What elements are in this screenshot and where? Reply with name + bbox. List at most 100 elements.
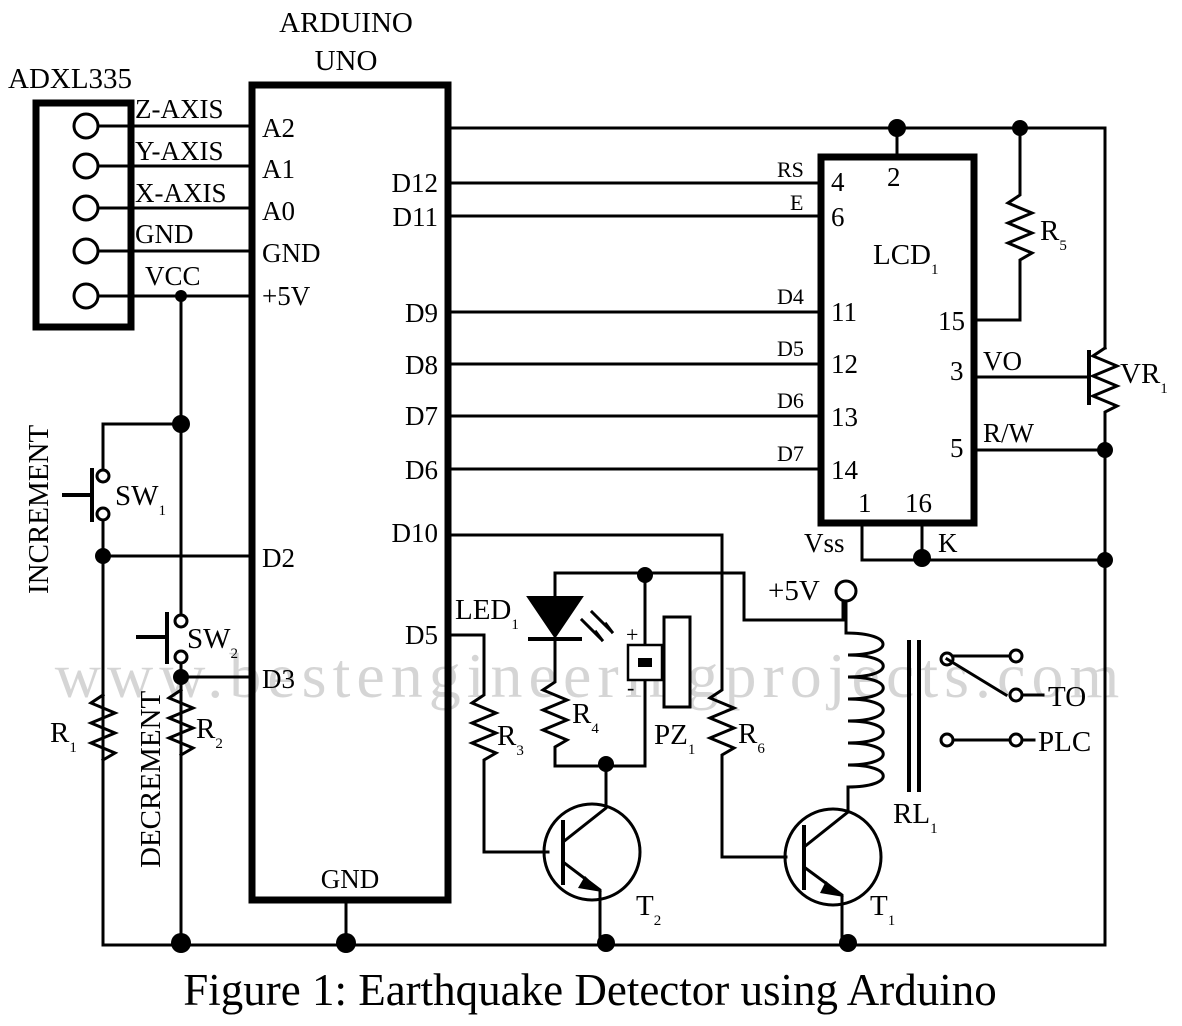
relay-contact-plc — [1008, 732, 1024, 748]
r6-label: R6 — [738, 718, 765, 757]
lcd-pin-15: 15 — [938, 306, 965, 336]
arduino-body — [248, 81, 452, 904]
led1-label-sub: 1 — [511, 617, 519, 633]
lcd-name-text: LCD — [873, 239, 931, 271]
r2-label-text: R — [196, 713, 216, 745]
lcd-pin-4: 4 — [831, 167, 845, 197]
junction-gnd-r2 — [171, 933, 191, 953]
arduino-pin-d2: D2 — [262, 543, 295, 573]
lcd-pin-16: 16 — [905, 488, 932, 518]
arduino-pin-d9: D9 — [405, 298, 438, 328]
lcd-pin-1: 1 — [858, 488, 872, 518]
junction-t2-collector — [598, 756, 614, 772]
t2-label-sub: 2 — [654, 913, 662, 929]
t1-label: T1 — [870, 890, 895, 929]
lcd-label-k: K — [938, 528, 958, 558]
arduino-pin-d7: D7 — [405, 401, 438, 431]
relay-contact-to — [1008, 687, 1024, 703]
t2-emitter-arrow — [578, 876, 602, 892]
adxl-pin-y — [72, 152, 100, 180]
t1-collector — [801, 809, 851, 850]
adxl-pin-x — [72, 194, 100, 222]
adxl-wires — [96, 124, 252, 298]
r4-label: R4 — [572, 698, 599, 737]
lcd-module: LCD1 2 4 6 11 12 13 14 15 3 5 1 16 RS E … — [777, 153, 1035, 558]
pz1-label-text: PZ — [654, 719, 688, 751]
junction-lcd-gnd — [913, 549, 931, 567]
pz1-label-sub: 1 — [688, 742, 696, 758]
increment-label: INCREMENT — [23, 425, 55, 594]
sw2-label-sub: 2 — [231, 646, 239, 662]
pz1-element — [638, 658, 652, 667]
vr1-label-sub: 1 — [1160, 381, 1168, 397]
lcd-pin-6: 6 — [831, 202, 845, 232]
r3-label-text: R — [497, 720, 517, 752]
adxl335-module: ADXL335 Z-AXIS Y-AXIS X-AXIS GND VCC — [8, 63, 227, 331]
adxl-label-x: X-AXIS — [135, 178, 227, 208]
lcd-label-rw: R/W — [983, 418, 1035, 448]
arduino-title-2: UNO — [315, 45, 378, 77]
r6-label-sub: 6 — [757, 741, 765, 757]
r3-label: R3 — [497, 720, 524, 759]
sw1-label-sub: 1 — [159, 503, 167, 519]
r1-resistor — [87, 692, 119, 763]
lcd-label-vo: VO — [983, 346, 1022, 376]
relay-contact-plc-left — [939, 732, 955, 748]
junction-d3 — [173, 669, 189, 685]
arduino-pin-d6: D6 — [405, 455, 438, 485]
arduino-pin-gnd-bottom: GND — [321, 864, 380, 894]
led1-label-text: LED — [455, 594, 511, 626]
lcd-name-sub: 1 — [931, 262, 939, 278]
t2-label-text: T — [636, 890, 654, 922]
t2-label: T2 — [636, 890, 661, 929]
lcd-label-d6: D6 — [777, 388, 804, 413]
pz1-disc — [662, 615, 692, 709]
junction-d2 — [95, 548, 111, 564]
relay-contact-top — [1008, 648, 1024, 664]
arduino-pin-d8: D8 — [405, 350, 438, 380]
r1-label-sub: 1 — [69, 740, 77, 756]
r2-label: R2 — [196, 713, 223, 752]
relay-supply-label: +5V — [768, 575, 820, 607]
sw1-contact-bottom — [95, 506, 111, 522]
lcd-pin-2: 2 — [887, 162, 901, 192]
adxl-label-z: Z-AXIS — [135, 94, 224, 124]
junction-pz-top — [637, 567, 653, 583]
adxl-pin-gnd — [72, 237, 100, 265]
r1-label: R1 — [50, 717, 77, 756]
lcd-pin-3: 3 — [950, 356, 964, 386]
adxl335-body — [32, 99, 135, 331]
figure-caption: Figure 1: Earthquake Detector using Ardu… — [183, 965, 997, 1015]
pz1-minus: - — [627, 675, 634, 700]
lcd-pin-14: 14 — [831, 455, 859, 485]
lcd-ground-wire — [860, 521, 1107, 562]
lcd-label-e: E — [790, 190, 803, 215]
lcd-label-d4: D4 — [777, 284, 804, 309]
r4-resistor — [539, 639, 646, 768]
t1-emitter — [801, 864, 844, 947]
t1-emitter-arrow — [820, 881, 844, 897]
r5-label-sub: 5 — [1059, 238, 1067, 254]
sw1-label: SW1 — [115, 480, 166, 519]
r2-label-sub: 2 — [215, 736, 223, 752]
arduino-lcd-wires — [448, 181, 823, 471]
rl1-core — [907, 640, 921, 792]
led1-emission-arrows — [579, 609, 615, 643]
junction-gnd-arduino — [336, 933, 356, 953]
vr1-label-text: VR — [1120, 358, 1161, 390]
arduino-title-1: ARDUINO — [279, 7, 413, 39]
r3-label-sub: 3 — [516, 743, 524, 759]
relay-arm — [944, 656, 1009, 698]
sw2-contact-top — [173, 613, 189, 629]
adxl-label-y: Y-AXIS — [135, 136, 224, 166]
arduino-pin-d11: D11 — [393, 202, 439, 232]
sw1-top-wire — [101, 422, 183, 472]
sw1-label-text: SW — [115, 480, 159, 512]
lcd-pin-11: 11 — [831, 297, 857, 327]
r6-label-text: R — [738, 718, 758, 750]
sw1-contact-top — [95, 468, 111, 484]
arduino-pin-d3: D3 — [262, 664, 295, 694]
sw2-label: SW2 — [187, 623, 238, 662]
t2-body — [542, 802, 642, 902]
